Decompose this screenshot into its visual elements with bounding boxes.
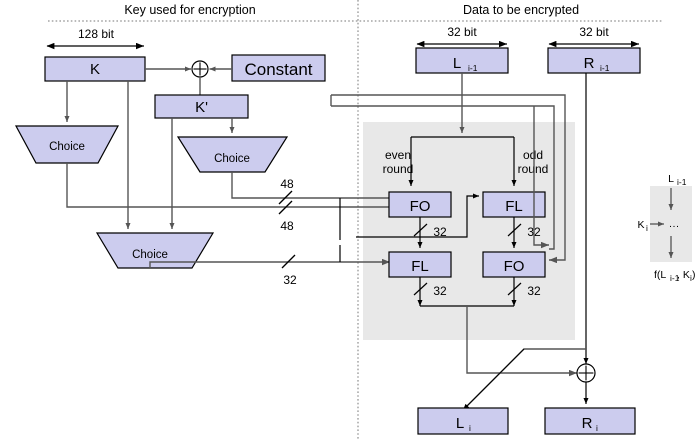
label-odd-round-line2: round — [518, 162, 549, 176]
choice-left: Choice — [14, 125, 120, 164]
wire-feedback-inner-to-FOodd — [533, 106, 549, 249]
bus-48-lower: 48 — [278, 200, 294, 233]
dimension-128bit: 128 bit — [46, 27, 144, 50]
wire-feedback-inner-rail — [331, 105, 555, 250]
box-R-prev-label: R — [584, 55, 595, 72]
box-constant: Constant — [231, 54, 326, 82]
box-R-out: R i — [544, 407, 636, 435]
box-FO-even-top-label: FO — [410, 198, 431, 215]
bus-48-upper-label: 48 — [280, 177, 294, 191]
box-FL-even-bottom-label: FL — [411, 258, 429, 275]
legend-output-sub2: i — [690, 273, 692, 283]
xor-data-side — [576, 363, 596, 383]
dimension-32bit-left: 32 bit — [416, 25, 507, 48]
section-header-data: Data to be encrypted — [463, 3, 579, 17]
box-FL-odd-top: FL — [482, 191, 546, 218]
wire-choice-left-to-fo — [66, 163, 437, 211]
bus-32-fo-even-label: 32 — [433, 225, 447, 239]
box-R-out-sub: i — [596, 423, 598, 433]
box-L-out: L i — [417, 407, 509, 435]
box-L-out-label: L — [456, 415, 464, 432]
legend-group: L i-1 K i ··· f(L i-1 , K i ) — [637, 173, 695, 283]
dimension-128bit-label: 128 bit — [78, 27, 115, 41]
box-K-label: K — [90, 61, 100, 78]
choice-bottom: Choice — [95, 232, 215, 269]
legend-output-suffix: ) — [692, 269, 696, 281]
box-FO-even-top: FO — [388, 191, 452, 218]
bus-32-fo-odd-label: 32 — [527, 284, 541, 298]
legend-input-label: L — [668, 173, 674, 185]
bus-32-fo-even: 32 — [413, 223, 447, 239]
box-K-prime: K' — [154, 94, 249, 119]
legend-key-sub: i — [646, 223, 648, 233]
box-K-prime-label: K' — [195, 99, 208, 116]
box-L-prev-label: L — [453, 55, 461, 72]
legend-output-mid: , K — [677, 269, 690, 281]
bus-32-fl-even: 32 — [413, 282, 447, 298]
choice-left-label: Choice — [49, 141, 85, 153]
label-even-round-line1: even — [385, 148, 411, 162]
xor-key-constant — [191, 60, 209, 78]
box-FO-odd-bottom-label: FO — [504, 258, 525, 275]
wire-merge-to-xor — [466, 306, 577, 377]
label-even-round-line2: round — [383, 162, 414, 176]
box-L-prev-sub: i-1 — [468, 63, 478, 73]
round-function-panel — [363, 122, 575, 340]
legend-input-sub: i-1 — [677, 177, 687, 187]
choice-middle-label: Choice — [214, 153, 250, 165]
dimension-32bit-right: 32 bit — [548, 25, 639, 48]
bus-32-key-label: 32 — [283, 273, 297, 287]
bus-32-fl-even-label: 32 — [433, 284, 447, 298]
box-constant-label: Constant — [244, 60, 312, 79]
bus-32-fo-odd: 32 — [507, 282, 541, 298]
box-R-out-label: R — [582, 415, 593, 432]
label-odd-round-line1: odd — [523, 148, 543, 162]
dimension-32bit-left-label: 32 bit — [447, 25, 477, 39]
section-header-key: Key used for encryption — [124, 3, 255, 17]
wire-choice-bottom-to-fl — [149, 258, 390, 268]
bus-32-key: 32 — [281, 254, 297, 287]
bus-48-upper: 48 — [278, 177, 294, 205]
legend-output-prefix: f(L — [654, 269, 666, 281]
choice-bottom-label: Choice — [132, 249, 168, 261]
box-L-out-sub: i — [469, 423, 471, 433]
box-FL-odd-top-label: FL — [505, 198, 523, 215]
box-L-prev: L i-1 — [415, 47, 509, 74]
box-FO-odd-bottom: FO — [482, 251, 546, 278]
bus-48-lower-label: 48 — [280, 219, 294, 233]
box-R-prev-sub: i-1 — [600, 63, 610, 73]
wire-feedback-outer-to-FOodd — [331, 94, 566, 264]
legend-output-sub1: i-1 — [670, 273, 680, 283]
choice-middle: Choice — [176, 136, 289, 173]
wire-choice-middle-to-fo — [231, 172, 437, 202]
dimension-32bit-right-label: 32 bit — [579, 25, 609, 39]
box-K: K — [44, 56, 146, 82]
box-R-prev: R i-1 — [547, 47, 641, 74]
wire-tap-to-FLodd — [356, 193, 480, 238]
box-FL-even-bottom: FL — [388, 251, 452, 278]
legend-ellipsis: ··· — [669, 220, 680, 232]
legend-key-label: K — [637, 219, 644, 231]
wire-cross-arrow-Li — [462, 348, 525, 411]
